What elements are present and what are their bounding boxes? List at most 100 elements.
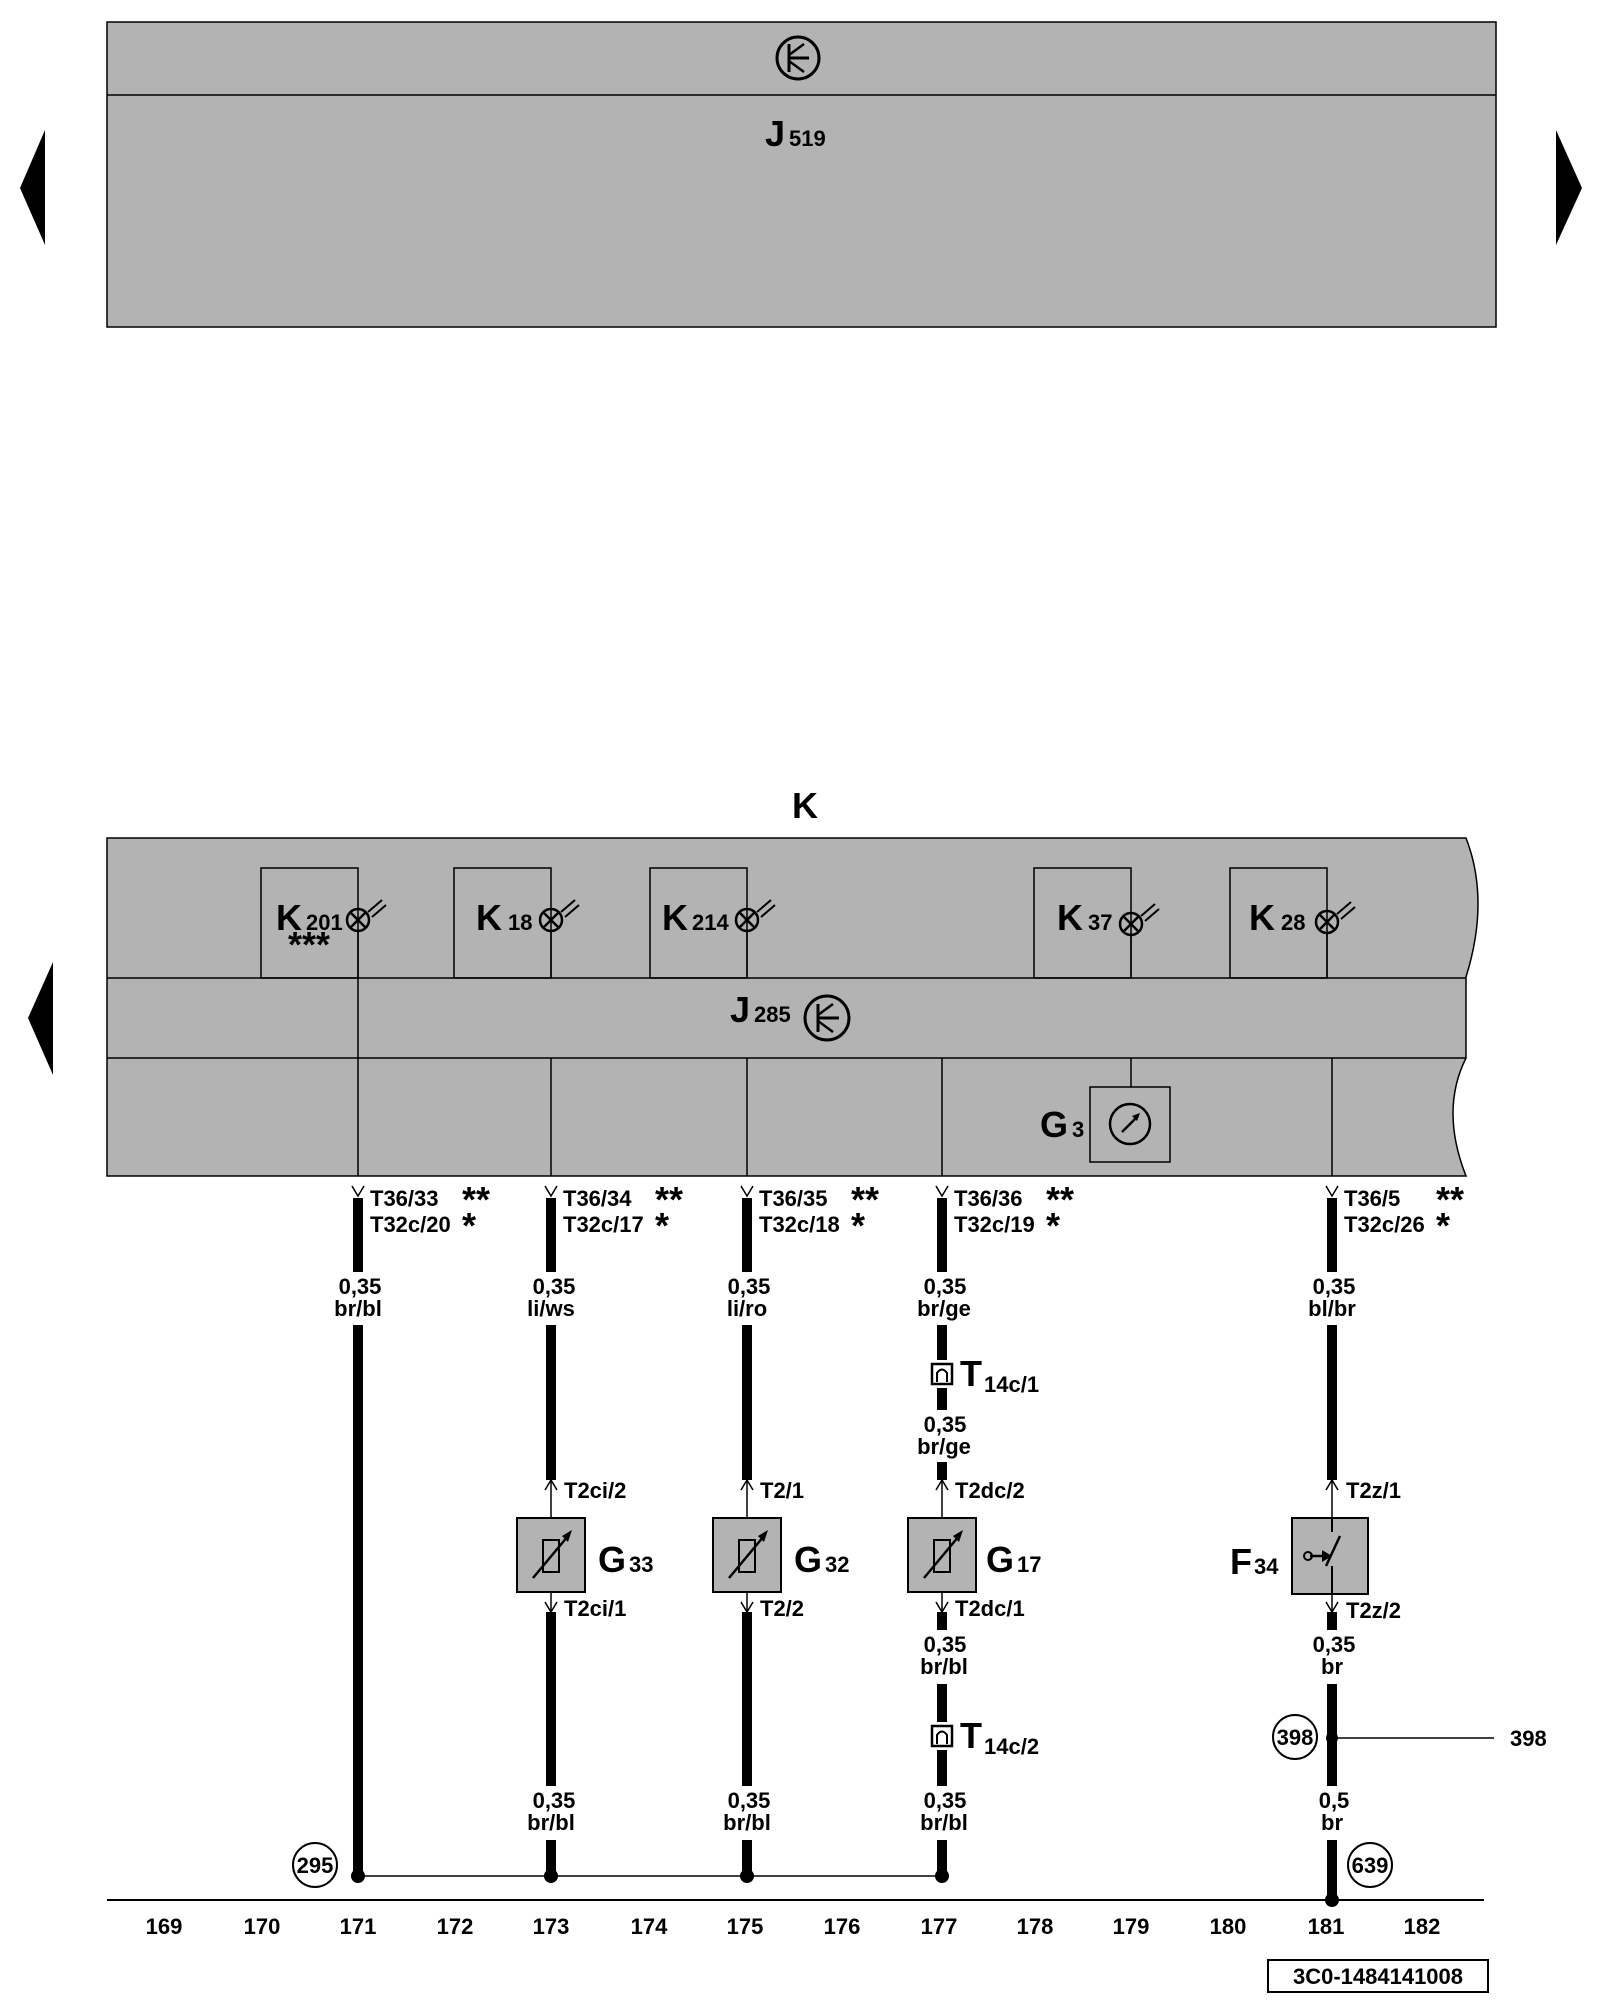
svg-text:T2z/1: T2z/1 — [1346, 1478, 1401, 1503]
cluster-unit-label: J — [730, 989, 750, 1030]
lamp-k201: K 201 *** — [260, 867, 387, 979]
svg-text:T2ci/1: T2ci/1 — [564, 1596, 626, 1621]
svg-text:0,35: 0,35 — [924, 1274, 967, 1299]
nav-prev-arrow-bottom[interactable] — [28, 962, 53, 1075]
svg-text:33: 33 — [629, 1552, 653, 1577]
svg-text:*: * — [462, 1205, 476, 1246]
svg-text:**: ** — [851, 1179, 879, 1220]
ref-398-out[interactable]: 398 — [1510, 1726, 1547, 1751]
svg-text:295: 295 — [297, 1853, 334, 1878]
svg-text:172: 172 — [437, 1914, 474, 1939]
svg-text:T32c/20: T32c/20 — [370, 1212, 451, 1237]
svg-text:br/ge: br/ge — [917, 1296, 971, 1321]
svg-text:F: F — [1230, 1541, 1252, 1582]
gauge-g3-label: G — [1040, 1104, 1068, 1145]
svg-text:177: 177 — [921, 1914, 958, 1939]
svg-text:T2dc/1: T2dc/1 — [955, 1596, 1025, 1621]
svg-text:0,35: 0,35 — [1313, 1274, 1356, 1299]
lamp-k18-label: K — [476, 897, 502, 938]
svg-text:14c/2: 14c/2 — [984, 1734, 1039, 1759]
wire-labels: 0,35 br/bl 0,35 li/ws 0,35 li/ro 0,35 br… — [334, 1274, 1356, 1835]
svg-text:182: 182 — [1404, 1914, 1441, 1939]
top-unit-label: J — [765, 113, 785, 154]
pin-175: T36/35 ** T32c/18 * — [740, 1179, 879, 1246]
ref-639[interactable]: 639 — [1347, 1842, 1393, 1888]
svg-text:176: 176 — [824, 1914, 861, 1939]
svg-text:0,35: 0,35 — [924, 1412, 967, 1437]
svg-text:170: 170 — [244, 1914, 281, 1939]
nav-prev-arrow-top[interactable] — [20, 130, 45, 245]
svg-text:T36/5: T36/5 — [1344, 1186, 1400, 1211]
ref-398[interactable]: 398 — [1272, 1714, 1318, 1760]
pin-171: T36/33 ** T32c/20 * — [351, 1179, 490, 1246]
svg-text:br/bl: br/bl — [920, 1654, 968, 1679]
gauge-g3: G 3 — [1040, 1086, 1171, 1163]
svg-text:0,5: 0,5 — [1319, 1788, 1350, 1813]
svg-text:14c/1: 14c/1 — [984, 1372, 1039, 1397]
lamp-k37: K 37 — [1033, 867, 1160, 979]
top-unit-sub: 519 — [789, 126, 826, 151]
sensor-g32: T2/1 T2/2 G 32 — [712, 1478, 849, 1621]
svg-text:**: ** — [1046, 1179, 1074, 1220]
ref-295[interactable]: 295 — [292, 1842, 338, 1888]
svg-text:br/bl: br/bl — [723, 1810, 771, 1835]
svg-text:178: 178 — [1017, 1914, 1054, 1939]
svg-text:li/ro: li/ro — [727, 1296, 767, 1321]
svg-text:T2dc/2: T2dc/2 — [955, 1478, 1025, 1503]
svg-text:T: T — [960, 1715, 982, 1756]
lamp-k28: K 28 — [1229, 867, 1356, 979]
svg-text:**: ** — [462, 1179, 490, 1220]
svg-text:171: 171 — [340, 1914, 377, 1939]
svg-text:T36/35: T36/35 — [759, 1186, 828, 1211]
sensor-g17: T2dc/2 T2dc/1 G 17 — [907, 1478, 1041, 1621]
lamp-k214-label: K — [662, 897, 688, 938]
svg-text:br: br — [1321, 1654, 1343, 1679]
svg-text:T36/34: T36/34 — [563, 1186, 632, 1211]
svg-text:32: 32 — [825, 1552, 849, 1577]
svg-text:0,35: 0,35 — [728, 1788, 771, 1813]
svg-text:0,35: 0,35 — [924, 1788, 967, 1813]
lamp-k201-sub: 201 — [306, 910, 343, 935]
svg-text:T32c/26: T32c/26 — [1344, 1212, 1425, 1237]
svg-text:br/bl: br/bl — [527, 1810, 575, 1835]
svg-text:398: 398 — [1277, 1725, 1314, 1750]
svg-text:179: 179 — [1113, 1914, 1150, 1939]
lamp-k18-sub: 18 — [508, 910, 532, 935]
lamp-k201-note: *** — [288, 924, 330, 965]
svg-text:T36/33: T36/33 — [370, 1186, 439, 1211]
svg-text:*: * — [851, 1205, 865, 1246]
svg-text:181: 181 — [1308, 1914, 1345, 1939]
lamp-k201-label: K — [276, 897, 302, 938]
svg-text:bl/br: bl/br — [1308, 1296, 1356, 1321]
svg-text:T2/1: T2/1 — [760, 1478, 804, 1503]
svg-text:0,35: 0,35 — [728, 1274, 771, 1299]
svg-text:0,35: 0,35 — [533, 1274, 576, 1299]
svg-text:G: G — [794, 1539, 822, 1580]
svg-text:T2/2: T2/2 — [760, 1596, 804, 1621]
junction-dot — [740, 1869, 754, 1883]
svg-text:180: 180 — [1210, 1914, 1247, 1939]
connector-t14c1: T 14c/1 — [930, 1353, 1039, 1397]
svg-text:173: 173 — [533, 1914, 570, 1939]
svg-text:br: br — [1321, 1810, 1343, 1835]
svg-text:G: G — [986, 1539, 1014, 1580]
instrument-cluster: K K 201 *** K 18 — [106, 785, 1479, 1177]
lamp-k18: K 18 — [453, 867, 580, 979]
svg-text:T2ci/2: T2ci/2 — [564, 1478, 626, 1503]
nav-next-arrow-top[interactable] — [1556, 130, 1582, 245]
svg-text:0,35: 0,35 — [533, 1788, 576, 1813]
sensor-g33: T2ci/2 T2ci/1 G 33 — [516, 1478, 653, 1621]
junction-dot — [1326, 1732, 1338, 1744]
svg-text:T: T — [960, 1353, 982, 1394]
svg-text:T32c/18: T32c/18 — [759, 1212, 840, 1237]
lamp-k214-sub: 214 — [692, 910, 729, 935]
lamp-k214: K 214 — [649, 867, 776, 979]
top-control-unit: J 519 — [106, 21, 1497, 328]
svg-text:0,35: 0,35 — [1313, 1632, 1356, 1657]
warning-lamp-icon — [345, 899, 387, 933]
document-id: 3C0-1484141008 — [1267, 1959, 1489, 1993]
cluster-unit-sub: 285 — [754, 1002, 791, 1027]
svg-text:br/ge: br/ge — [917, 1434, 971, 1459]
svg-text:0,35: 0,35 — [339, 1274, 382, 1299]
